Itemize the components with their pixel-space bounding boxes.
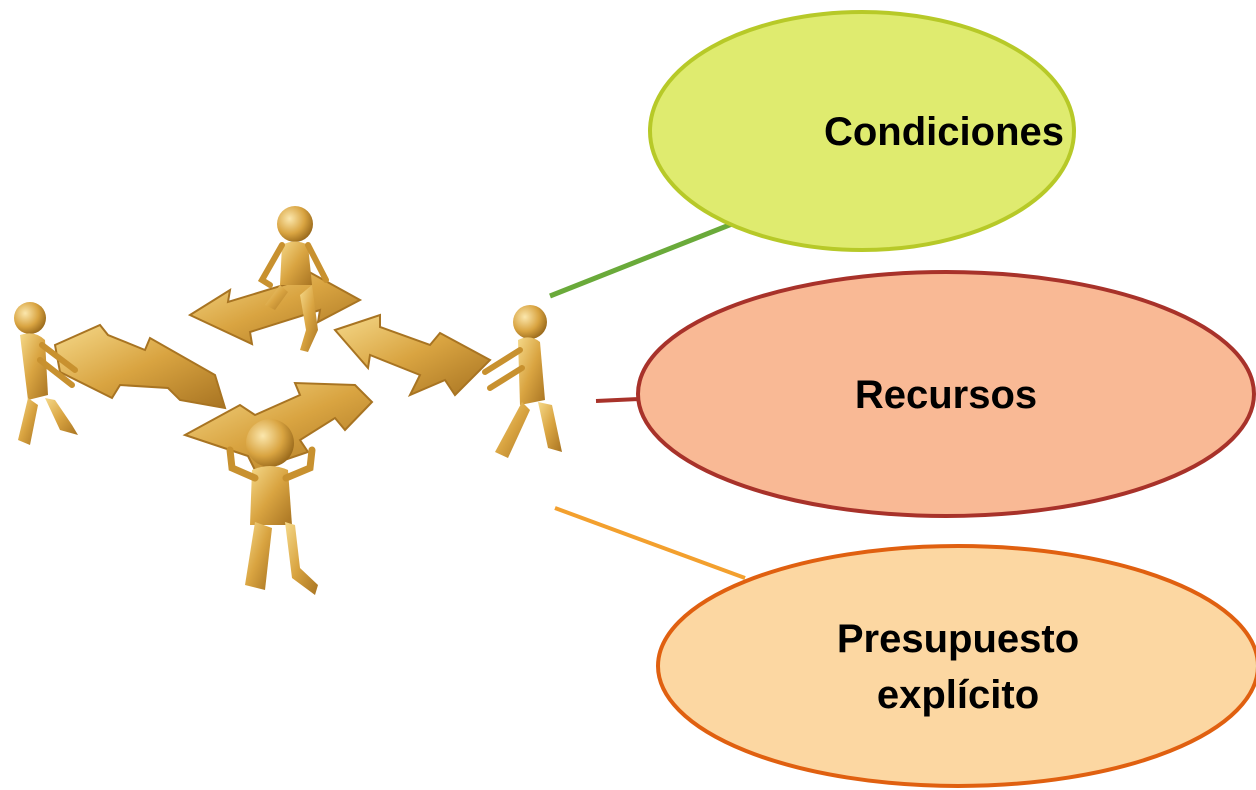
node-presupuesto: Presupuesto explícito xyxy=(656,544,1256,788)
arrow-plate-left xyxy=(53,323,227,410)
gold-figures-holding-arrows-icon xyxy=(14,206,562,595)
connector-condiciones xyxy=(549,217,743,299)
node-condiciones-shape xyxy=(648,10,1076,252)
node-presupuesto-label-line-2: explícito xyxy=(877,673,1039,717)
figure-bottom xyxy=(226,419,318,595)
node-condiciones: Condiciones xyxy=(648,10,1076,252)
arrow-plate-right xyxy=(333,313,492,397)
connector-recursos xyxy=(595,397,641,403)
node-condiciones-label: Condiciones xyxy=(824,110,1064,154)
figure-top xyxy=(257,206,329,352)
figure-left xyxy=(14,302,78,445)
node-recursos-label: Recursos xyxy=(855,373,1037,417)
node-presupuesto-shape xyxy=(656,544,1256,788)
node-presupuesto-label-line-1: Presupuesto xyxy=(837,617,1079,661)
node-recursos-shape xyxy=(636,270,1256,518)
connector-presupuesto xyxy=(554,506,746,580)
node-recursos: Recursos xyxy=(636,270,1256,518)
figure-right xyxy=(482,305,562,458)
